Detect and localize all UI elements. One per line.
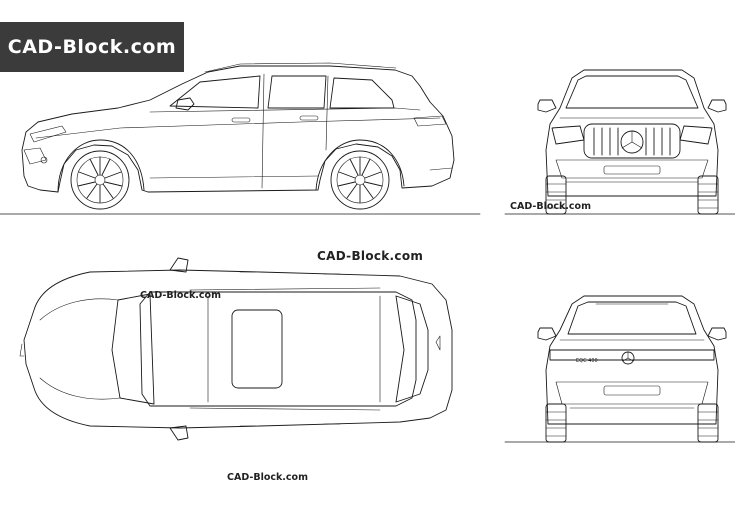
front-plate xyxy=(603,165,661,175)
brand-badge-text: CAD-Block.com xyxy=(7,36,177,58)
rear-tire-left xyxy=(545,403,567,443)
side-sill-line xyxy=(149,175,319,179)
top-roof-rail-lower xyxy=(189,407,381,411)
front-star-emblem xyxy=(620,130,644,154)
top-rear-window xyxy=(395,295,429,403)
rear-tire-right xyxy=(697,403,719,443)
rear-body-outline xyxy=(545,295,719,425)
side-character-line xyxy=(35,117,441,139)
rear-view: EQC 400 xyxy=(504,295,735,443)
front-mirror-left xyxy=(537,99,557,113)
side-rear-bumper-line xyxy=(429,167,453,171)
front-windshield xyxy=(565,75,699,109)
side-rear-window xyxy=(267,75,327,109)
front-grille xyxy=(583,123,681,159)
side-b-pillar xyxy=(261,73,265,189)
watermark-side-view: CAD-Block.com xyxy=(510,201,591,212)
front-headlight-left xyxy=(551,125,585,145)
side-rear-wheel xyxy=(330,150,390,210)
rear-light-bar xyxy=(549,349,715,361)
top-hood-line-lower xyxy=(39,377,121,400)
front-tire-left xyxy=(545,175,567,215)
side-front-arch xyxy=(57,139,145,193)
top-view xyxy=(19,257,453,441)
rear-bumper xyxy=(555,381,709,405)
top-roof-outline xyxy=(139,291,417,407)
side-rear-door-handle xyxy=(299,115,319,121)
front-headlight-right xyxy=(679,125,713,145)
front-view xyxy=(504,69,735,215)
side-headlight xyxy=(29,125,67,143)
front-body-outline xyxy=(545,69,719,197)
front-lower-bumper xyxy=(555,159,709,179)
rear-mirror-right xyxy=(707,327,727,341)
side-mirror xyxy=(175,97,195,111)
top-body-outline xyxy=(23,269,453,429)
side-quarter-window xyxy=(329,77,395,109)
top-sunroof xyxy=(231,309,283,389)
watermark-top-view-large: CAD-Block.com xyxy=(317,249,424,263)
rear-model-badge: EQC 400 xyxy=(576,358,598,364)
side-roof-rail xyxy=(204,62,397,73)
top-mirror-upper xyxy=(169,257,189,273)
top-windshield xyxy=(111,293,155,405)
side-c-pillar xyxy=(325,75,329,151)
side-front-intake xyxy=(23,147,47,165)
side-fog-light xyxy=(40,156,48,164)
side-belt-line xyxy=(149,107,421,113)
side-taillight xyxy=(413,115,447,127)
watermark-rear-view: CAD-Block.com xyxy=(227,472,308,483)
front-tire-right xyxy=(697,175,719,215)
rear-window xyxy=(567,301,697,335)
side-front-door-handle xyxy=(231,117,251,123)
side-front-wheel xyxy=(70,150,130,210)
rear-mirror-left xyxy=(537,327,557,341)
rear-star-emblem xyxy=(621,351,635,365)
side-body-outline xyxy=(21,65,455,193)
front-grille-bars xyxy=(593,127,671,156)
side-front-window xyxy=(169,75,261,109)
top-rear-mark xyxy=(435,335,441,351)
rear-plate xyxy=(603,385,661,396)
brand-badge: CAD-Block.com xyxy=(0,22,184,72)
top-mirror-lower xyxy=(169,425,189,441)
side-rear-arch xyxy=(315,139,405,191)
front-mirror-right xyxy=(707,99,727,113)
top-roof-rail-upper xyxy=(189,287,381,291)
top-hood-line-upper xyxy=(39,298,119,321)
side-view xyxy=(0,62,481,215)
top-front-mark xyxy=(19,343,25,357)
watermark-top-view-small: CAD-Block.com xyxy=(140,290,221,301)
